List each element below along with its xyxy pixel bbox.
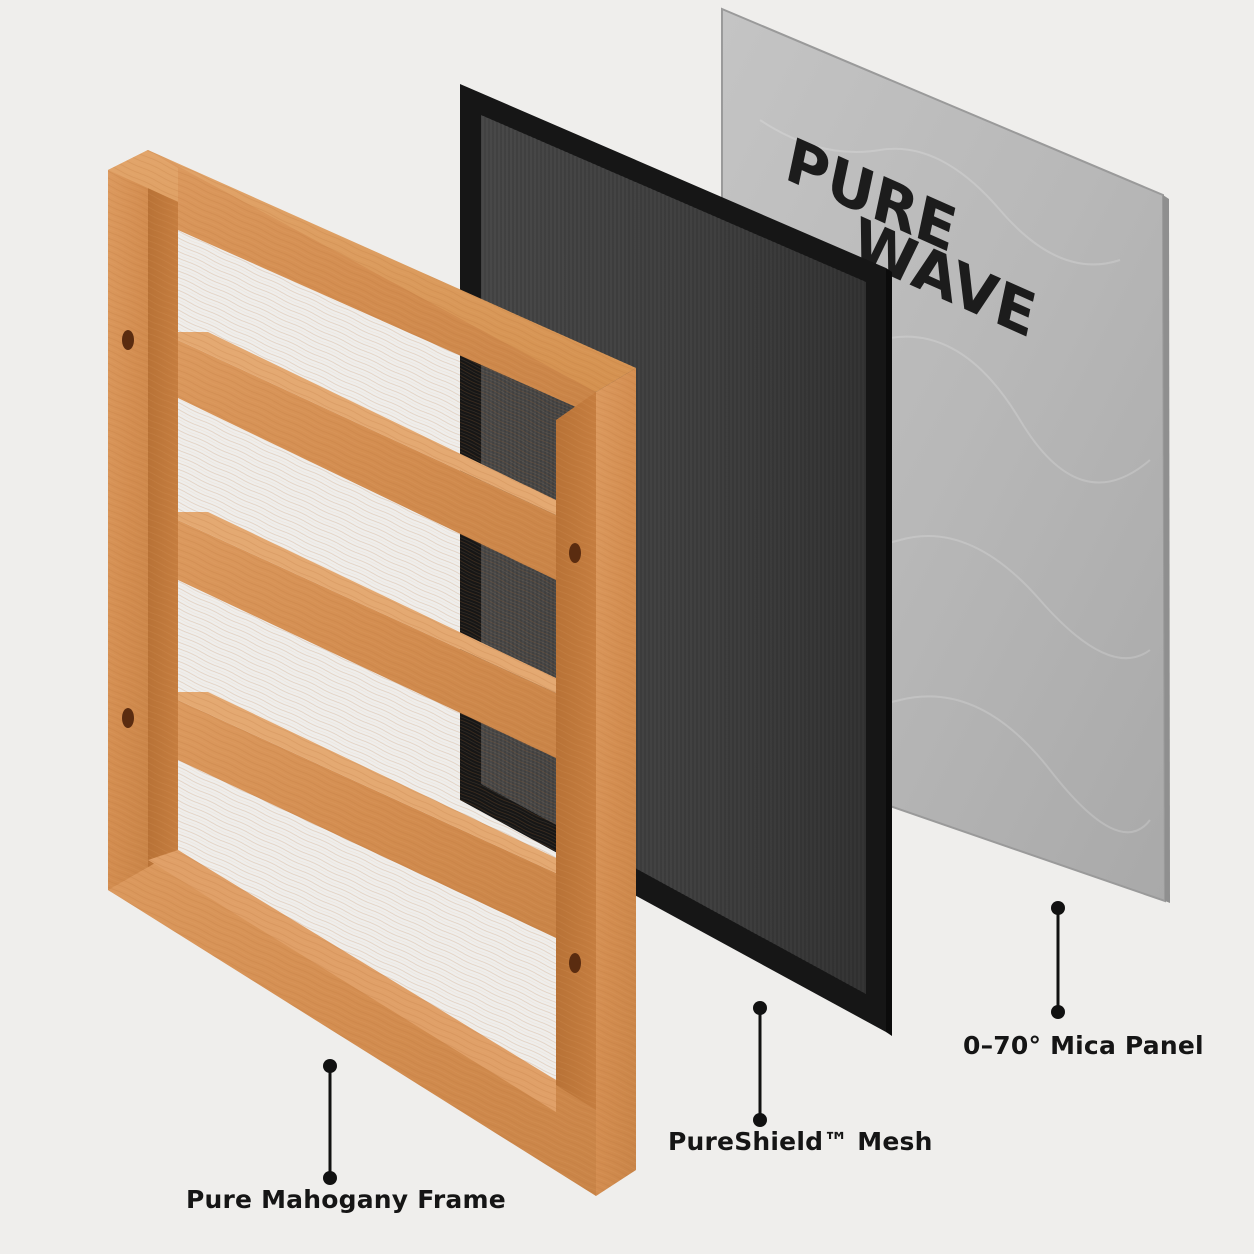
mesh-edge xyxy=(886,268,892,1036)
mahogany-frame xyxy=(108,150,636,1196)
callout-panel xyxy=(1051,901,1065,1019)
frame-wood-grain xyxy=(108,150,636,1196)
callout-mesh xyxy=(753,1001,767,1127)
screw-hole-3 xyxy=(569,543,581,563)
label-mesh: PureShield™ Mesh xyxy=(668,1127,933,1156)
screw-hole-4 xyxy=(569,953,581,973)
screw-hole-2 xyxy=(122,708,134,728)
label-panel: 0–70° Mica Panel xyxy=(963,1031,1204,1060)
mica-panel-edge xyxy=(1163,195,1170,903)
callout-frame xyxy=(323,1059,337,1185)
screw-hole-1 xyxy=(122,330,134,350)
label-frame: Pure Mahogany Frame xyxy=(186,1185,506,1214)
